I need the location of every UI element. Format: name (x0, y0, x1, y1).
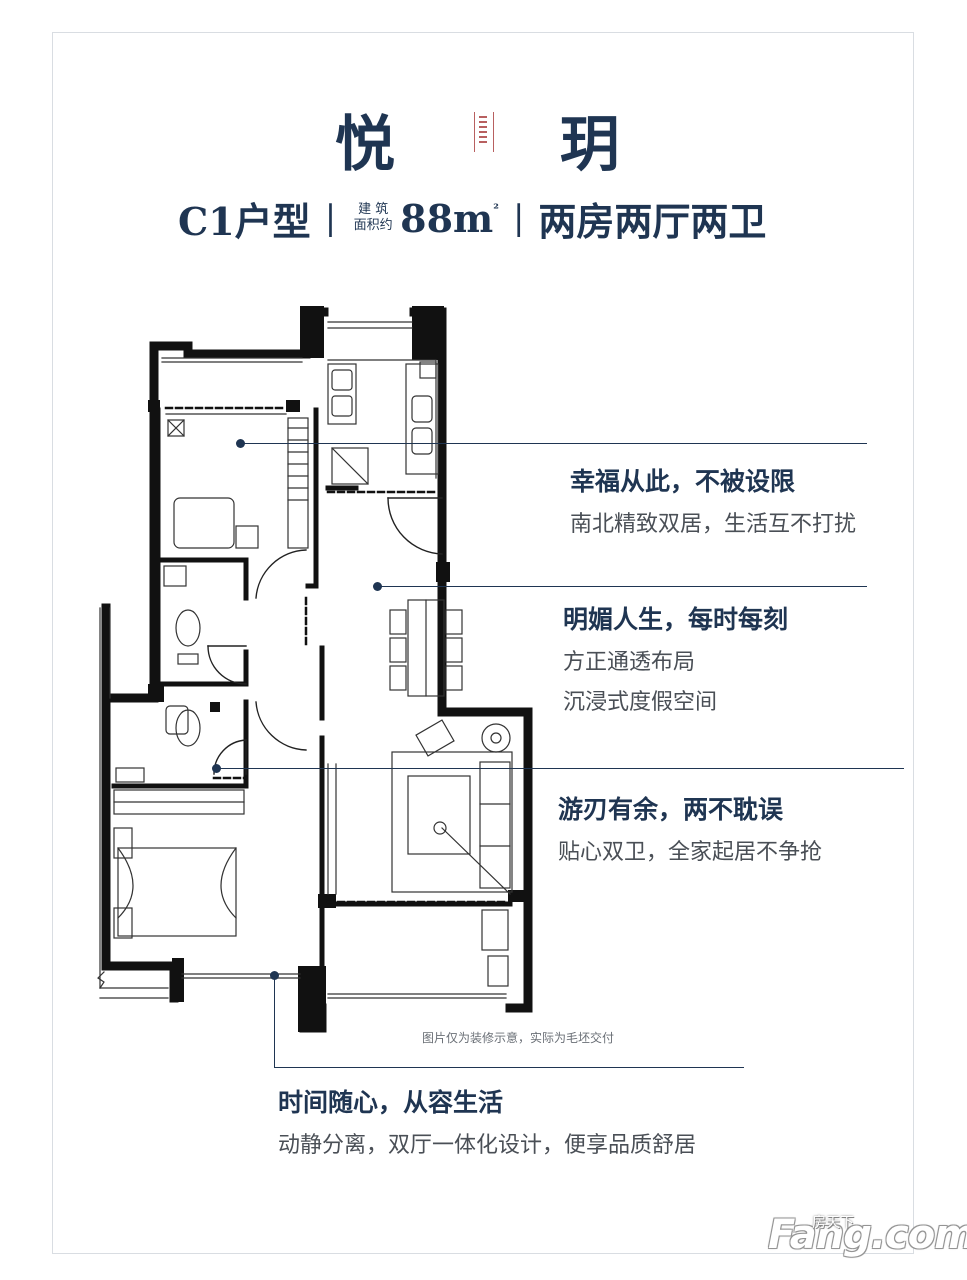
feature-line: 动静分离，双厅一体化设计，便享品质舒居 (278, 1133, 697, 1158)
watermark-logo: Fang.com 房天下 (768, 1210, 967, 1266)
unit-type: C1户型 (178, 198, 311, 244)
feature-title: 时间随心，从容生活 (278, 1088, 504, 1117)
watermark-text: Fang.com (768, 1212, 967, 1258)
area-value: 88m² (400, 195, 499, 241)
leader-line-3 (216, 768, 904, 769)
feature-3: 游刃有余，两不耽误 贴心双卫，全家起居不争抢 (558, 790, 822, 866)
feature-title: 明媚人生，每时每刻 (563, 605, 789, 634)
separator-2: | (512, 198, 525, 238)
feature-line: 方正通透布局 (563, 650, 696, 675)
unit-subtitle: C1户型 | 建 筑 面积约 88m² | 两房两厅两卫 (178, 192, 766, 244)
feature-4: 时间随心，从容生活 动静分离，双厅一体化设计，便享品质舒居 (278, 1083, 696, 1159)
watermark-cn: 房天下 (812, 1215, 854, 1231)
floor-plan (97, 306, 533, 1033)
seal-stamp (474, 112, 494, 152)
area-unit-sup: ² (493, 201, 499, 217)
area-label-bottom: 面积约 (353, 218, 393, 233)
leader-line-4 (274, 1067, 744, 1068)
leader-line-2 (377, 586, 867, 587)
leader-line-1 (240, 443, 867, 444)
room-config: 两房两厅两卫 (538, 198, 767, 244)
feature-line: 沉浸式度假空间 (563, 690, 718, 715)
leader-line-4-vertical (274, 975, 275, 1067)
feature-title: 游刃有余，两不耽误 (558, 795, 784, 824)
area-label-top: 建 筑 (358, 202, 389, 217)
area-label: 建 筑 面积约 (350, 202, 396, 234)
feature-line: 南北精致双居，生活互不打扰 (570, 512, 857, 537)
title-block: 悦 玥 (0, 96, 967, 183)
feature-line: 贴心双卫，全家起居不争抢 (558, 840, 823, 865)
poster-frame (52, 32, 914, 1254)
separator: | (324, 198, 337, 238)
feature-title: 幸福从此，不被设限 (570, 467, 796, 496)
feature-1: 幸福从此，不被设限 南北精致双居，生活互不打扰 (570, 462, 856, 538)
disclaimer-note: 图片仅为装修示意，实际为毛坯交付 (422, 1031, 615, 1045)
feature-2: 明媚人生，每时每刻 方正通透布局 沉浸式度假空间 (563, 600, 788, 716)
project-name: 悦 玥 (335, 110, 692, 180)
